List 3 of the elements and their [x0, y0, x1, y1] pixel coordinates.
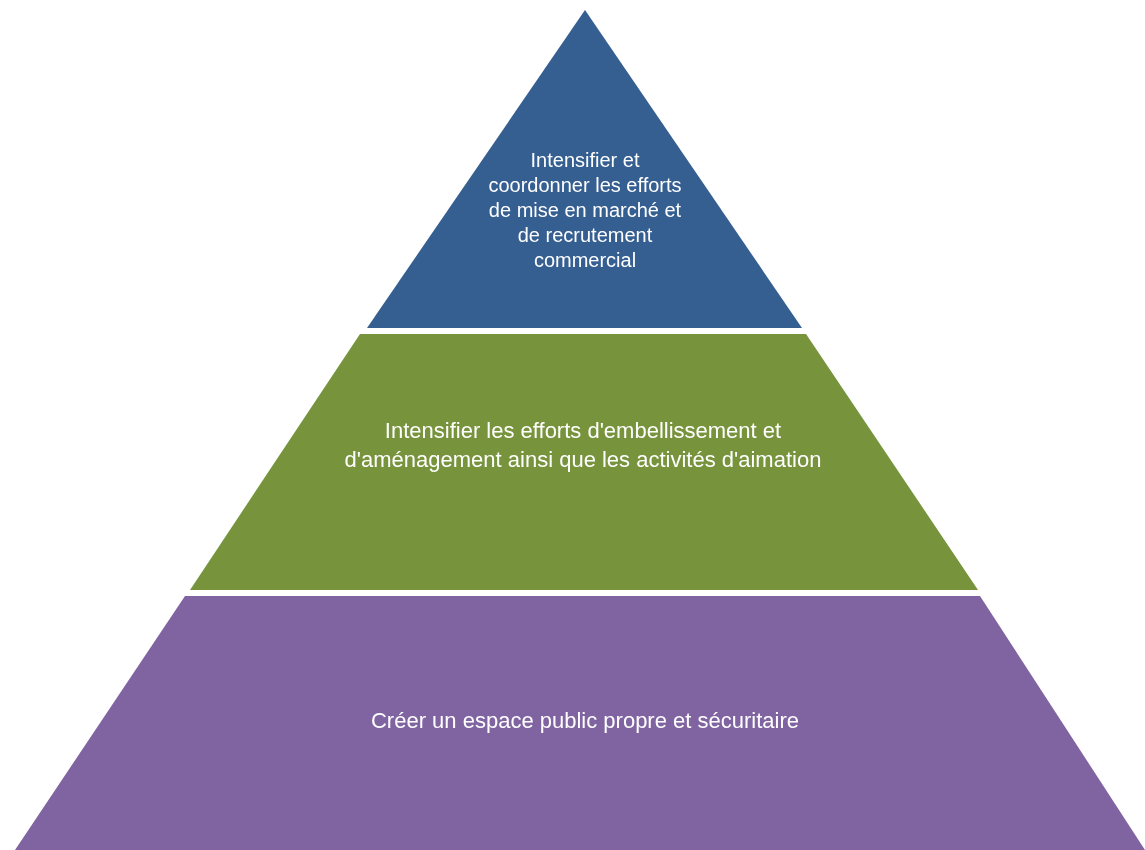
tier-text: Créer un espace public propre et sécuritaire	[370, 707, 800, 735]
tier-text: Intensifier les efforts d'embellissement et d'aménagement ainsi que les activités d'aimation	[343, 417, 823, 474]
tier-text: Intensifier et coordonner les efforts de mise en marché et de recrutement commercial	[487, 148, 683, 273]
